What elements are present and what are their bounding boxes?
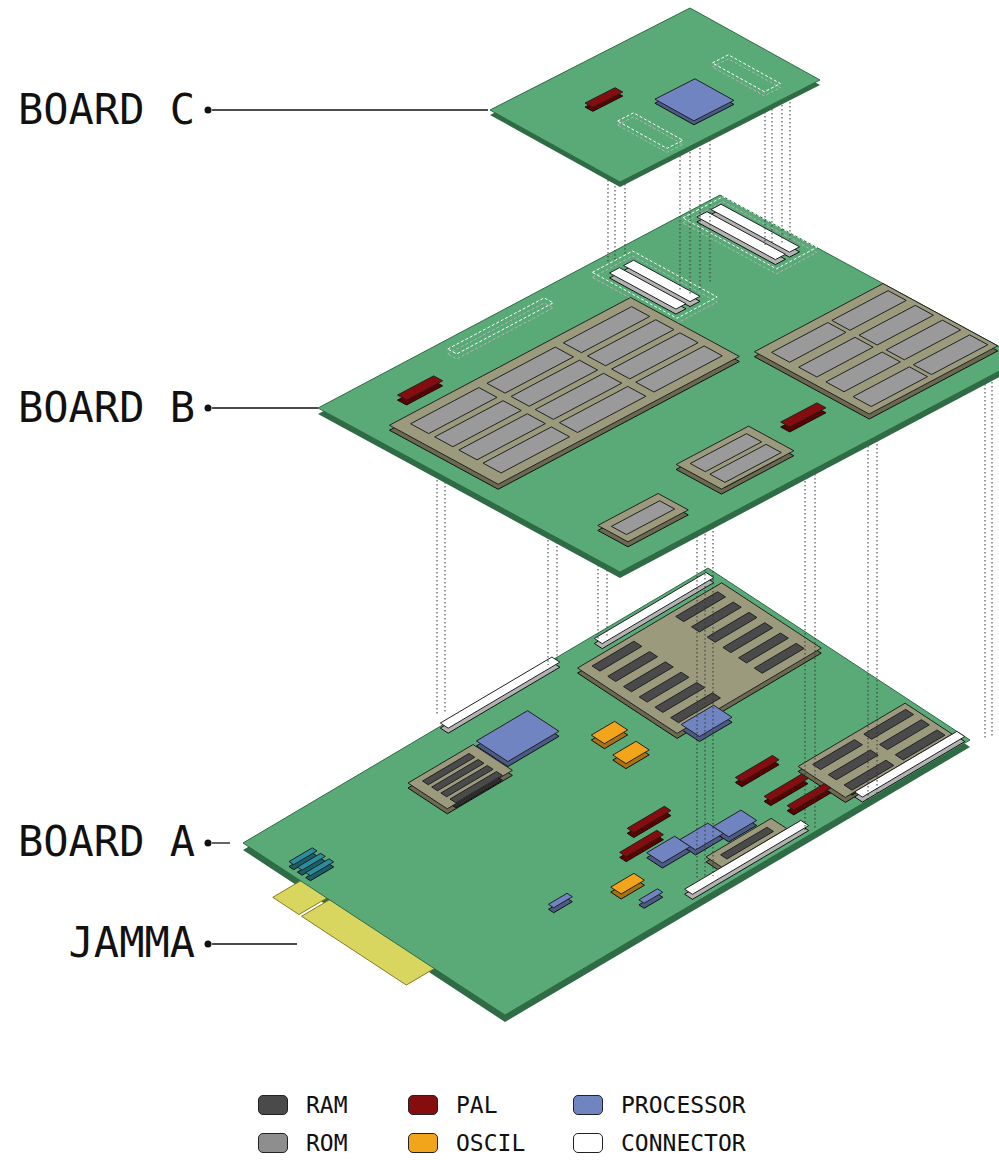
leader-lines [212,842,230,843]
alignment-guides [700,132,701,290]
alignment-guides [782,93,783,244]
alignment-guides [713,515,714,876]
alignment-guides [690,136,691,294]
board-c [490,8,820,182]
alignment-guides [992,370,993,738]
alignment-guides [705,518,706,878]
legend-swatch [573,1095,603,1115]
legend-swatch [573,1133,603,1153]
alignment-guides [608,172,609,262]
leader-lines [212,110,488,944]
board-label: BOARD A [18,817,195,867]
board-label: BOARD B [18,383,195,433]
alignment-guides [437,480,438,715]
board-b-components [341,197,998,549]
alignment-guides [548,520,549,665]
leader-dots [205,107,212,948]
legend-text: CONNECTOR [621,1128,746,1158]
alignment-guides [697,520,698,880]
legend-swatch [408,1133,438,1153]
alignment-guides [985,372,986,740]
leader-lines [212,109,488,110]
alignment-guides [765,100,766,245]
leader-dots [205,941,212,948]
board-a-components [250,566,965,1006]
alignment-guides [772,97,773,245]
legend-swatch [408,1095,438,1115]
alignment-guides [790,90,791,240]
leader-dots [205,405,212,412]
leader-lines [212,943,297,944]
leader-lines [212,407,318,408]
leader-dots [205,107,212,114]
legend-text: PROCESSOR [621,1090,746,1120]
alignment-guides [680,140,681,290]
legend-text: ROM [306,1128,348,1158]
alignment-guides [877,428,878,795]
legend-text: PAL [456,1090,498,1120]
board-label: JAMMA [69,918,195,968]
legend-swatch [258,1133,288,1153]
board-c-components [585,42,787,149]
leader-dots [205,840,212,847]
board-label: BOARD C [18,85,195,135]
legend-text: OSCIL [456,1128,525,1158]
legend-swatch [258,1095,288,1115]
alignment-guides [805,465,806,830]
alignment-guides [868,430,869,800]
alignment-guides [815,462,816,828]
legend-text: RAM [306,1090,348,1120]
alignment-guides [710,128,711,284]
alignment-guides [445,478,446,712]
board-b [318,195,999,572]
